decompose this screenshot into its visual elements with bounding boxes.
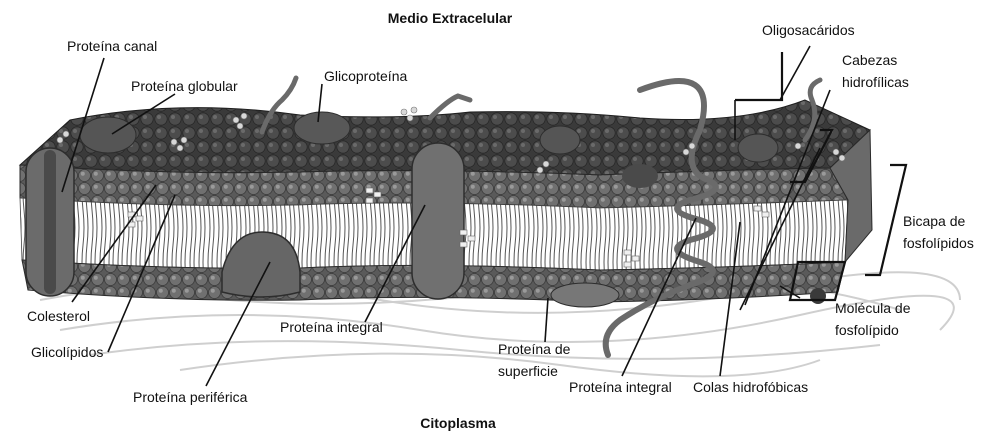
oligosaccharide-bracket bbox=[735, 52, 782, 100]
glycoprotein-body bbox=[294, 112, 350, 144]
label-cabezas-2: hidrofílicas bbox=[842, 74, 909, 90]
label-proteina-superficie-1: Proteína de bbox=[498, 341, 571, 357]
title-extracellular: Medio Extracelular bbox=[388, 10, 513, 26]
dark-protein-top bbox=[622, 164, 658, 188]
globular-protein bbox=[80, 117, 136, 153]
label-bicapa-1: Bicapa de bbox=[903, 213, 965, 229]
surface-protein-top bbox=[540, 126, 580, 154]
label-proteina-periferica: Proteína periférica bbox=[133, 389, 248, 405]
label-proteina-globular: Proteína globular bbox=[131, 78, 238, 94]
label-colesterol: Colesterol bbox=[27, 308, 90, 324]
integral-protein-large bbox=[412, 143, 464, 299]
label-glicoproteina: Glicoproteína bbox=[324, 68, 407, 84]
label-oligosacaridos: Oligosacáridos bbox=[762, 22, 855, 38]
label-proteina-superficie-2: superficie bbox=[498, 363, 558, 379]
surface-protein-bottom bbox=[551, 283, 619, 307]
label-colas-hidrofobicas: Colas hidrofóbicas bbox=[693, 379, 808, 395]
channel-protein bbox=[26, 148, 74, 296]
title-cytoplasm: Citoplasma bbox=[420, 415, 496, 431]
globular-protein-right bbox=[738, 134, 778, 162]
label-glicolipidos: Glicolípidos bbox=[31, 344, 103, 360]
label-proteina-integral-1: Proteína integral bbox=[280, 319, 383, 335]
label-proteina-integral-2: Proteína integral bbox=[569, 379, 672, 395]
label-bicapa-2: fosfolípidos bbox=[903, 235, 974, 251]
label-molecula-2: fosfolípido bbox=[835, 322, 899, 338]
label-proteina-canal: Proteína canal bbox=[67, 38, 157, 54]
label-cabezas-1: Cabezas bbox=[842, 52, 897, 68]
phospholipid-molecule-head bbox=[810, 288, 826, 304]
label-molecula-1: Molécula de bbox=[835, 300, 911, 316]
